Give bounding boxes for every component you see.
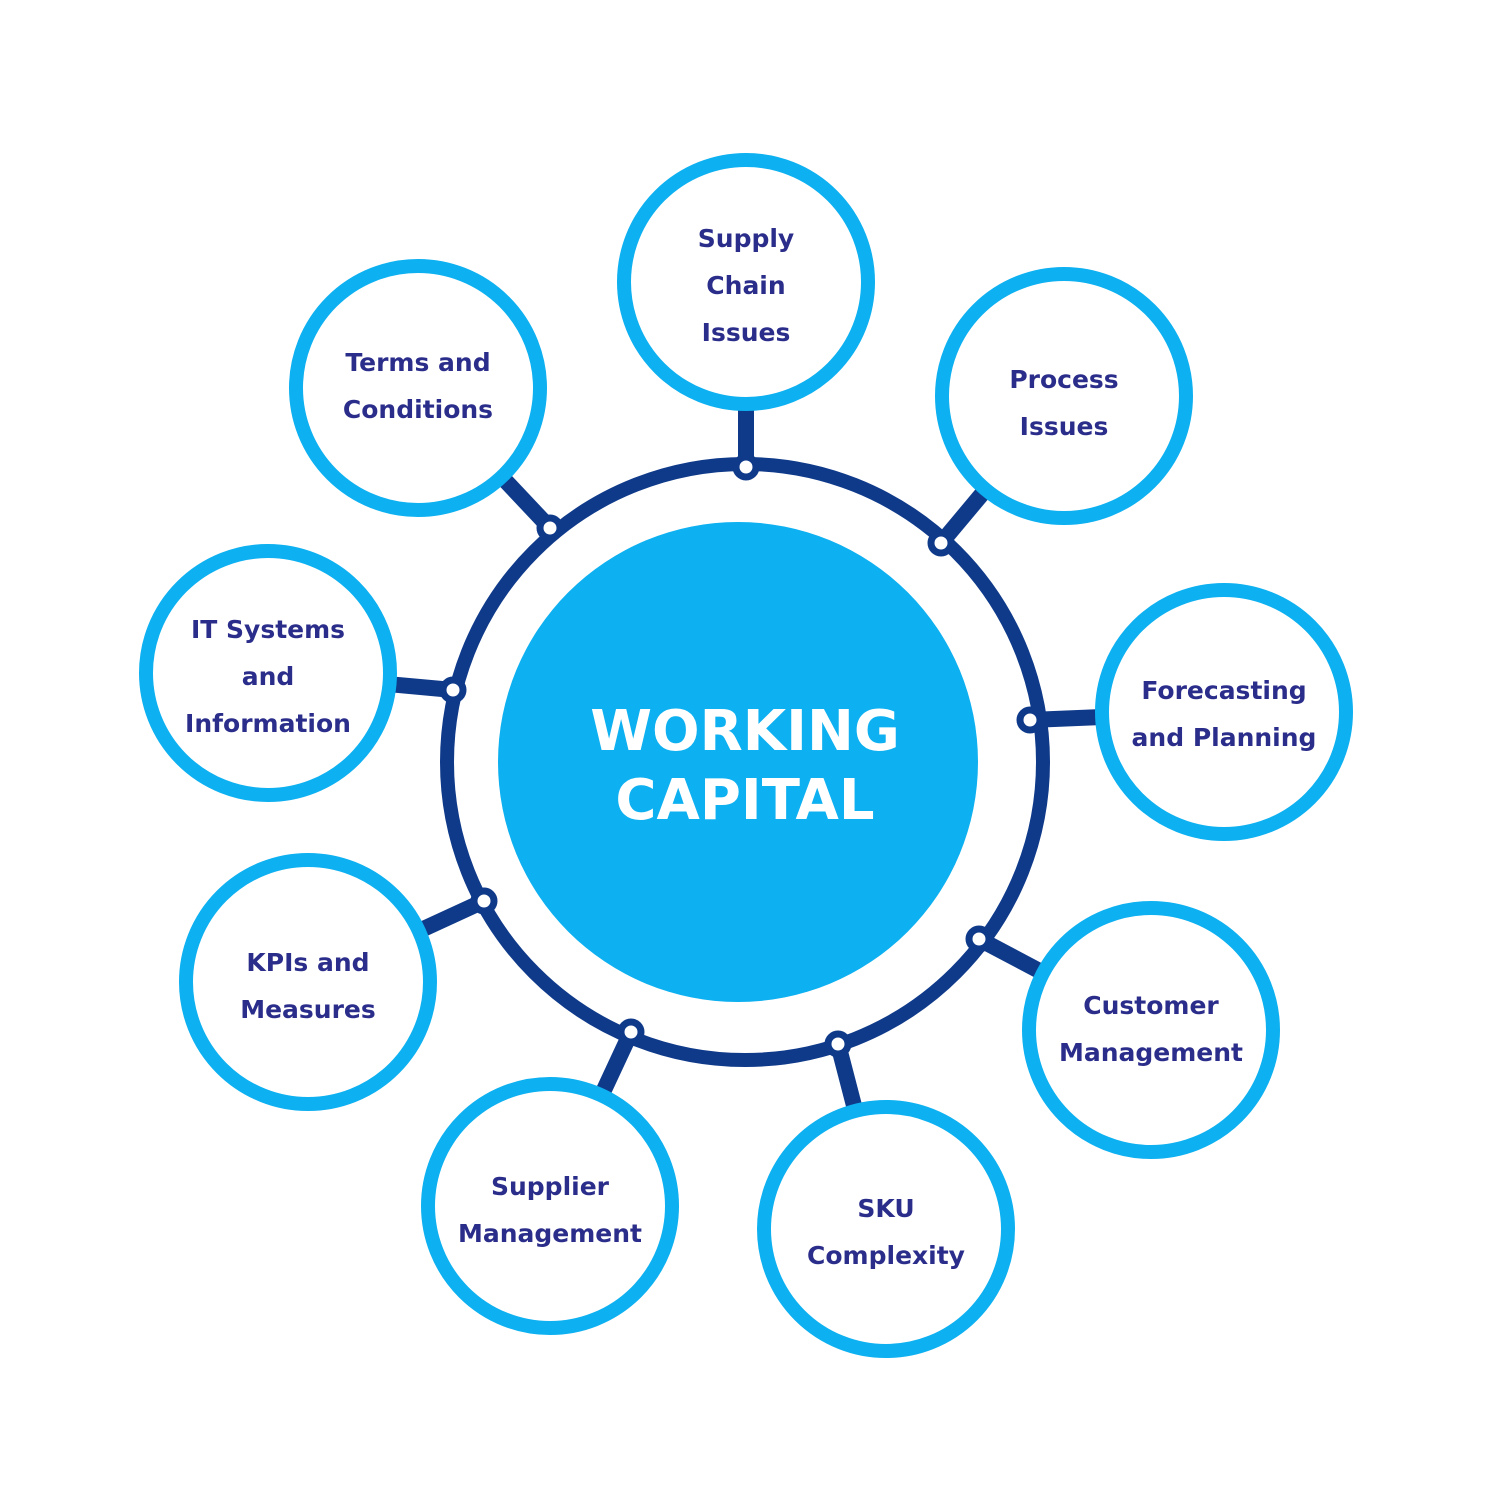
node-circle-terms-and-conditions: [289, 259, 547, 517]
node-forecasting-and-planning: Forecasting and Planning: [1095, 583, 1353, 841]
node-label-terms-and-conditions-line-1: Terms and: [345, 348, 490, 377]
connector-dot-supply-chain-issues: [732, 453, 760, 481]
connector-dot-forecasting-and-planning: [1016, 706, 1044, 734]
node-label-supplier-management-line-2: Management: [458, 1219, 642, 1248]
center-title-line-1: WORKING: [590, 699, 900, 764]
node-circle-sku-complexity: [757, 1100, 1015, 1358]
center-title-line-2: CAPITAL: [615, 768, 874, 833]
node-label-supplier-management-line-1: Supplier: [491, 1172, 610, 1201]
node-label-forecasting-and-planning-line-2: and Planning: [1132, 723, 1317, 752]
connector-dot-kpis-and-measures: [470, 887, 498, 915]
node-sku-complexity: SKU Complexity: [757, 1100, 1015, 1358]
node-label-it-systems-and-information-line-3: Information: [185, 709, 351, 738]
connector-dot-terms-and-conditions: [536, 514, 564, 542]
connector-dot-process-issues: [927, 529, 955, 557]
node-circle-process-issues: [935, 267, 1193, 525]
node-label-supply-chain-issues-line-2: Chain: [706, 271, 785, 300]
node-label-process-issues-line-2: Issues: [1020, 412, 1109, 441]
node-circle-supplier-management: [421, 1077, 679, 1335]
node-label-sku-complexity-line-2: Complexity: [807, 1241, 965, 1270]
connector-dot-sku-complexity: [824, 1030, 852, 1058]
node-label-customer-management-line-1: Customer: [1083, 991, 1219, 1020]
connector-dot-supplier-management: [617, 1018, 645, 1046]
connector-dot-it-systems-and-information: [439, 676, 467, 704]
node-label-supply-chain-issues-line-1: Supply: [698, 224, 794, 253]
node-label-supply-chain-issues-line-3: Issues: [702, 318, 791, 347]
node-label-sku-complexity-line-1: SKU: [857, 1194, 914, 1223]
node-label-kpis-and-measures-line-2: Measures: [240, 995, 376, 1024]
node-label-forecasting-and-planning-line-1: Forecasting: [1141, 676, 1306, 705]
connector-dot-customer-management: [965, 925, 993, 953]
node-label-kpis-and-measures-line-1: KPIs and: [246, 948, 369, 977]
connector-dots: [439, 453, 1044, 1058]
node-circle-it-systems-and-information: [139, 544, 397, 802]
node-circle-supply-chain-issues: [617, 153, 875, 411]
node-circle-customer-management: [1022, 901, 1280, 1159]
node-circle-forecasting-and-planning: [1095, 583, 1353, 841]
nodes: SupplyChainIssuesProcessIssuesForecastin…: [139, 153, 1353, 1358]
node-label-it-systems-and-information-line-2: and: [242, 662, 295, 691]
node-circle-kpis-and-measures: [179, 853, 437, 1111]
node-label-it-systems-and-information-line-1: IT Systems: [191, 615, 345, 644]
center-circle: [498, 522, 978, 1002]
node-label-terms-and-conditions-line-2: Conditions: [343, 395, 493, 424]
node-label-customer-management-line-2: Management: [1059, 1038, 1243, 1067]
node-label-process-issues-line-1: Process: [1009, 365, 1118, 394]
